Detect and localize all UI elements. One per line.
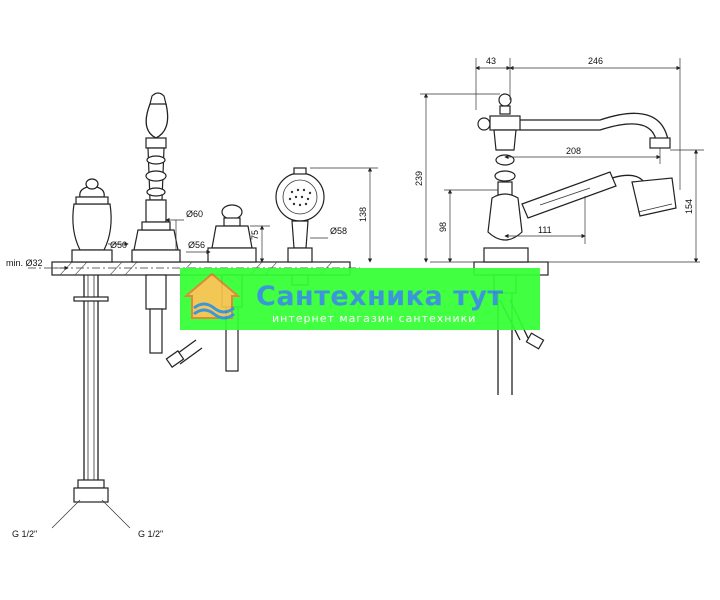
spout [131,92,181,354]
dim-d56: Ø56 [188,240,205,250]
dim-246: 246 [588,56,603,66]
watermark-title: Сантехника тут [256,281,503,312]
watermark-subtitle: интернет магазин сантехники [272,312,476,325]
dim-208: 208 [566,146,581,156]
dim-g-left: G 1/2" [12,529,37,539]
dim-239: 239 [414,171,424,186]
side-view [430,93,700,395]
diverter-handle [71,178,113,503]
dim-d58: Ø58 [330,226,347,236]
watermark-banner: Сантехника тут интернет магазин сантехни… [180,268,540,330]
dim-154: 154 [684,199,694,214]
dim-d60: Ø60 [186,209,203,219]
right-dimensions: 43 246 208 111 239 98 154 [414,56,704,263]
watermark-logo-icon [183,272,241,320]
dim-d50: Ø50 [110,240,127,250]
dim-138: 138 [358,207,368,222]
dim-75: 75 [250,230,260,240]
dim-98: 98 [438,222,448,232]
left-dimensions: min. Ø32 Ø50 Ø60 Ø56 75 Ø58 138 G 1/2" G… [6,167,378,539]
hand-shower-holder [275,167,325,286]
dim-min-d32: min. Ø32 [6,258,43,268]
dim-g-right: G 1/2" [138,529,163,539]
dim-43: 43 [486,56,496,66]
dim-111: 111 [538,225,552,235]
